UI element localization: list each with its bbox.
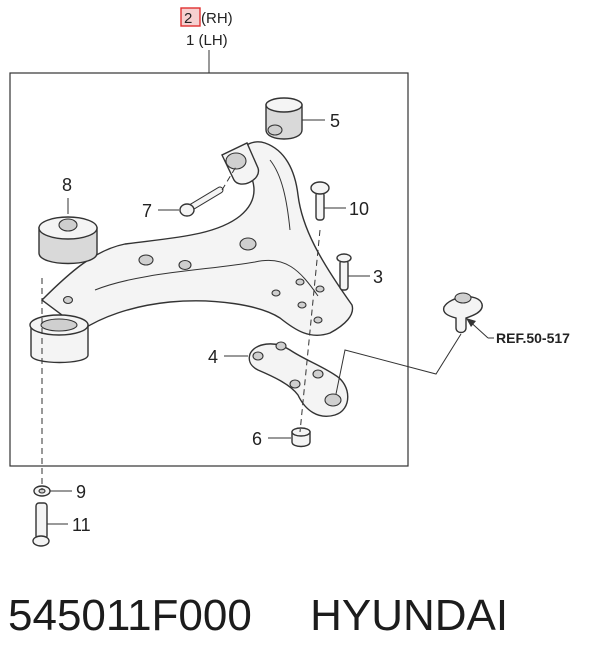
bolt-part-7-shank-fill — [187, 187, 223, 211]
brand-name: HYUNDAI — [310, 591, 509, 640]
bolt-part-10-head — [310, 181, 330, 195]
front-bushing-bore — [225, 152, 247, 170]
arm-hole-2 — [178, 259, 192, 271]
centerline-front-bolt — [221, 164, 238, 191]
callout-10: 10 — [349, 199, 369, 219]
rear-bushing-bore — [40, 318, 78, 332]
arm-flange-line — [269, 159, 291, 231]
ball-joint-connector — [335, 333, 462, 395]
ball-joint-hole-2 — [271, 289, 281, 297]
callout-8: 8 — [62, 175, 72, 195]
callout-9: 9 — [76, 482, 86, 502]
footer: 545011F000 HYUNDAI — [8, 586, 598, 658]
arm-hole-4 — [62, 295, 74, 305]
bolt-part-10-shank — [315, 191, 325, 221]
bracket-hole-2 — [275, 341, 287, 351]
parts-diagram: 2 (RH) 1 (LH) — [9, 7, 570, 547]
rh-number-highlight — [180, 7, 201, 27]
rh-number: 2 — [184, 10, 192, 27]
ball-joint-hole-3 — [297, 301, 307, 309]
callout-11: 11 — [72, 515, 91, 535]
bolt-part-11-head — [32, 535, 50, 547]
bushing-part-5-bore — [267, 124, 283, 136]
callout-3: 3 — [373, 267, 383, 287]
arm-edge-line — [94, 259, 319, 297]
bolt-part-11-shank — [35, 502, 48, 540]
bracket-hole-1 — [252, 351, 264, 361]
lower-control-arm — [40, 141, 354, 336]
arm-hole-1 — [138, 254, 154, 266]
arm-hole-3 — [239, 237, 257, 251]
reference-label: REF.50-517 — [496, 330, 570, 346]
rh-label: (RH) — [201, 10, 233, 27]
bushing-part-5-top — [265, 97, 303, 113]
bolt-part-3-shank — [339, 259, 349, 291]
part-number: 545011F000 — [8, 591, 252, 640]
bracket-ball-socket — [324, 393, 342, 407]
ball-joint-ref-cap — [454, 292, 472, 304]
nut-part-6-top — [291, 427, 311, 437]
ref-arrow — [466, 318, 476, 327]
bolt-part-3-head — [336, 253, 352, 263]
ball-joint-ref — [442, 296, 483, 334]
bushing-part-8-bore — [58, 218, 78, 232]
bolt-part-7-head — [179, 203, 195, 217]
callout-7: 7 — [142, 201, 152, 221]
callout-5: 5 — [330, 111, 340, 131]
bracket-part-4 — [248, 343, 349, 417]
bracket-hole-3 — [289, 379, 301, 389]
assembly-frame — [9, 72, 409, 467]
ball-joint-hole-5 — [313, 316, 323, 324]
callout-4: 4 — [208, 347, 218, 367]
ball-joint-hole-4 — [315, 285, 325, 293]
callout-6: 6 — [252, 429, 262, 449]
centerline-ball-joint — [299, 229, 321, 433]
lh-label: 1 (LH) — [186, 32, 228, 49]
bracket-hole-4 — [312, 369, 324, 379]
ball-joint-hole-1 — [295, 278, 305, 286]
